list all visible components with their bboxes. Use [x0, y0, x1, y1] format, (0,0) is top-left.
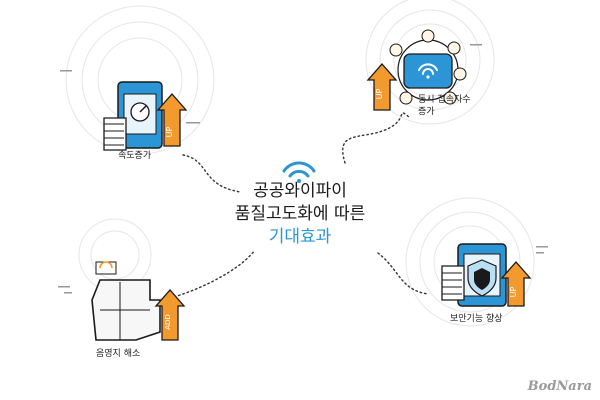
title-line-3: 기대효과 — [268, 227, 332, 247]
shadow-add-badge: ADD — [164, 314, 172, 330]
wifi-icon — [282, 161, 316, 183]
dotted-connectors — [169, 112, 429, 299]
users-up-badge: UP — [375, 88, 384, 99]
speed-increase-illustration — [60, 70, 200, 151]
security-illustration — [441, 243, 548, 307]
center-title: 공공와이파이 품질고도화에 따른 기대효과 — [200, 180, 400, 249]
concurrent-users-illustration — [366, 29, 482, 111]
brand-logo: BodNara — [527, 379, 592, 394]
shadow-zone-illustration — [58, 261, 186, 341]
label-shadow-zone: 음영지 해소 — [96, 349, 141, 359]
speed-up-badge: UP — [165, 126, 174, 137]
title-line-1: 공공와이파이 — [253, 181, 347, 201]
title-line-2: 품질고도화에 따른 — [234, 204, 366, 224]
label-concurrent-users: 동시 접속자수 증가 — [418, 95, 471, 117]
label-security: 보안기능 향상 — [450, 314, 503, 324]
security-up-badge: UP — [509, 286, 518, 297]
label-speed-increase: 속도증가 — [118, 151, 152, 161]
